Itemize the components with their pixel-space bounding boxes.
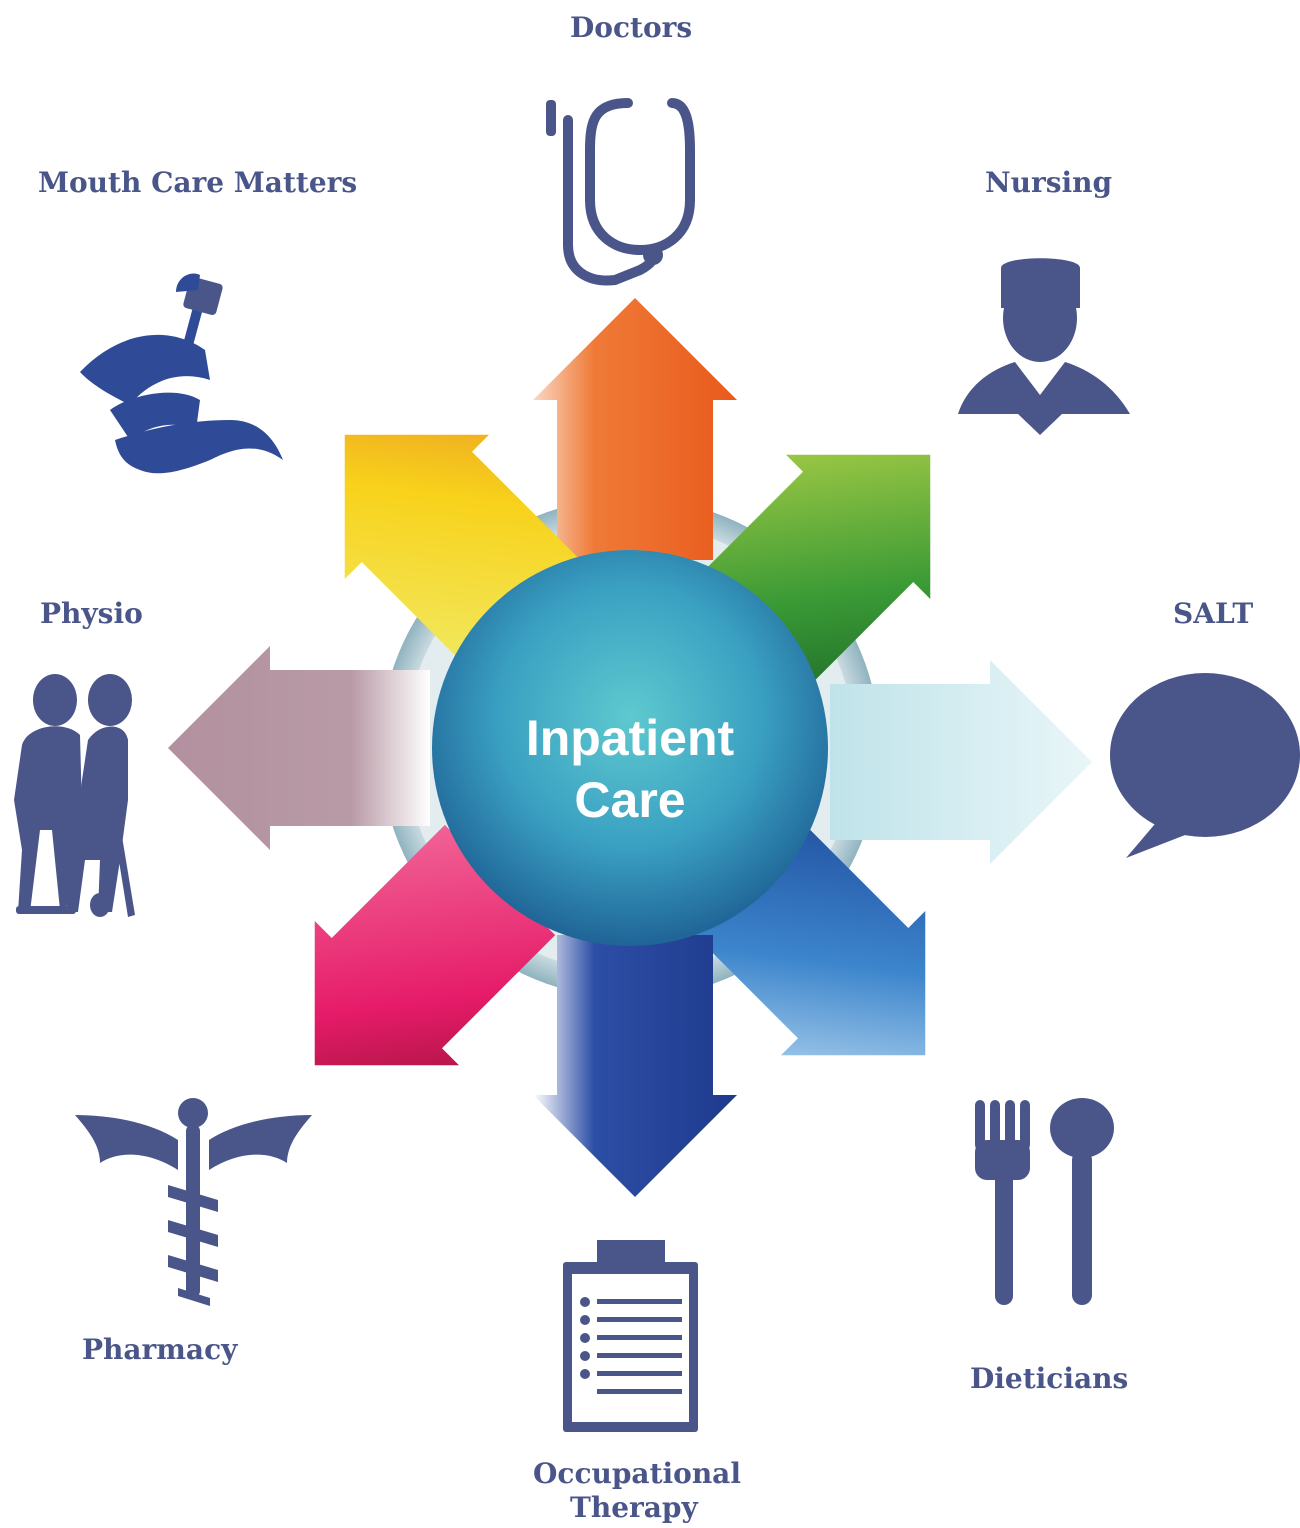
- toothbrush-hands-icon: [80, 273, 283, 474]
- label-pharmacy: Pharmacy: [82, 1333, 238, 1366]
- caduceus-icon: [75, 1098, 312, 1306]
- arrow-down-occupational: [533, 935, 737, 1197]
- label-physio: Physio: [40, 597, 143, 630]
- label-nursing: Nursing: [985, 166, 1113, 199]
- fork-spoon-icon: [975, 1098, 1114, 1305]
- label-occupational-line1: Occupational: [533, 1457, 741, 1490]
- nurse-icon: [958, 258, 1130, 435]
- stethoscope-icon: [546, 98, 695, 286]
- label-salt: SALT: [1173, 597, 1254, 630]
- hub-circle: [432, 550, 828, 946]
- arrow-right-salt: [830, 660, 1092, 864]
- arrow-up-doctors: [533, 298, 737, 560]
- label-doctors: Doctors: [570, 11, 693, 44]
- speech-bubble-icon: [1110, 673, 1300, 858]
- hub-title-line2: Care: [574, 772, 686, 828]
- elderly-couple-icon: [14, 674, 135, 917]
- label-mouth-care: Mouth Care Matters: [38, 166, 358, 199]
- clipboard-icon: [563, 1240, 698, 1432]
- label-dieticians: Dieticians: [970, 1362, 1129, 1395]
- arrow-left-physio: [168, 646, 430, 850]
- hub-title-line1: Inpatient: [525, 710, 735, 766]
- label-occupational-line2: Therapy: [570, 1491, 698, 1524]
